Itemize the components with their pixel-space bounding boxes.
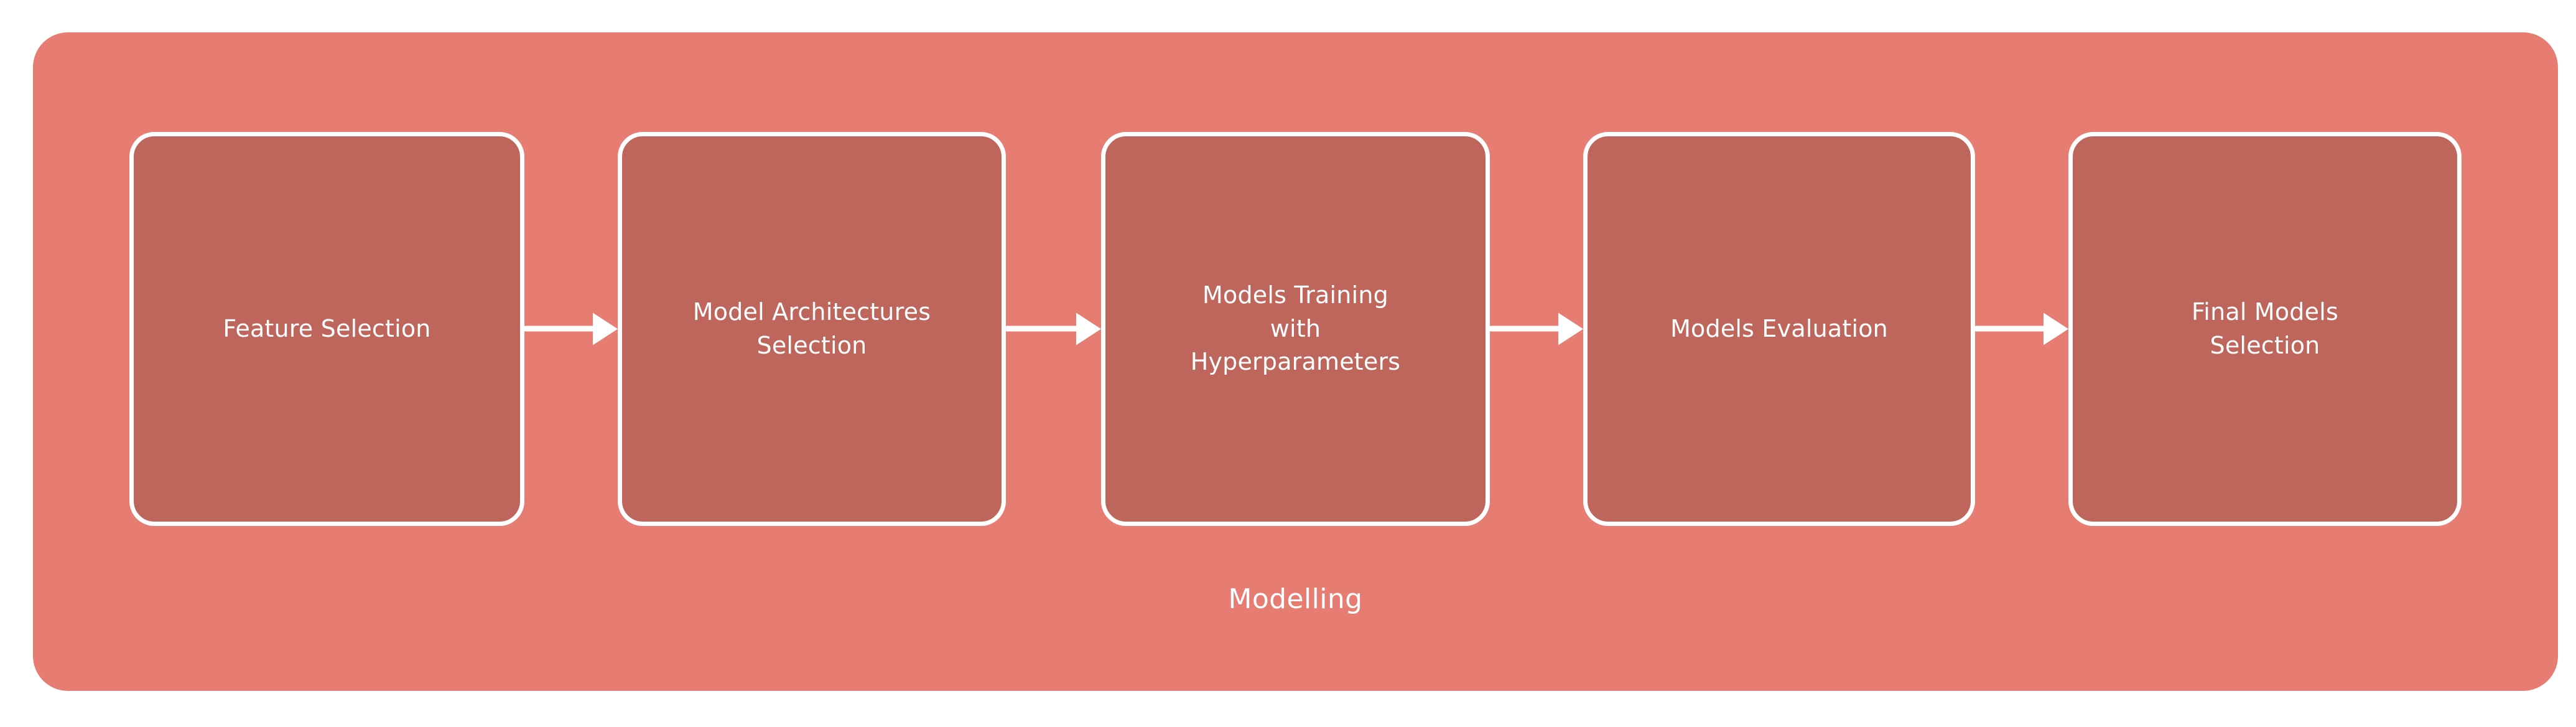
pipeline-flow-row: Feature Selection Model Architectures Se…	[129, 132, 2462, 526]
node-label-model-architectures-selection: Model Architectures Selection	[692, 298, 931, 359]
arrow-head	[1558, 312, 1583, 345]
node-model-architectures-selection[interactable]: Model Architectures Selection	[618, 132, 1006, 526]
node-label-models-evaluation: Models Evaluation	[1670, 314, 1888, 342]
node-label-feature-selection: Feature Selection	[223, 314, 431, 342]
node-models-evaluation[interactable]: Models Evaluation	[1583, 132, 1975, 526]
node-models-training-with-hyperparameters[interactable]: Models Training with Hyperparameters	[1101, 132, 1490, 526]
modelling-group-container: Feature Selection Model Architectures Se…	[33, 32, 2558, 691]
arrow-head	[1076, 312, 1101, 345]
arrow-head	[593, 312, 618, 345]
arrow-shaft	[1490, 326, 1565, 332]
arrow-right-icon-4	[1975, 312, 2068, 345]
node-final-models-selection[interactable]: Final Models Selection	[2068, 132, 2462, 526]
arrow-shaft	[1006, 326, 1082, 332]
node-label-models-training-with-hyperparameters: Models Training with Hyperparameters	[1190, 281, 1401, 376]
node-label-final-models-selection: Final Models Selection	[2192, 298, 2338, 359]
arrow-right-icon-3	[1490, 312, 1583, 345]
group-title-modelling: Modelling	[1228, 583, 1363, 615]
arrow-shaft	[524, 326, 599, 332]
arrow-shaft	[1975, 326, 2050, 332]
node-feature-selection[interactable]: Feature Selection	[129, 132, 524, 526]
arrow-right-icon-2	[1006, 312, 1101, 345]
arrow-head	[2044, 312, 2068, 345]
arrow-right-icon-1	[524, 312, 618, 345]
